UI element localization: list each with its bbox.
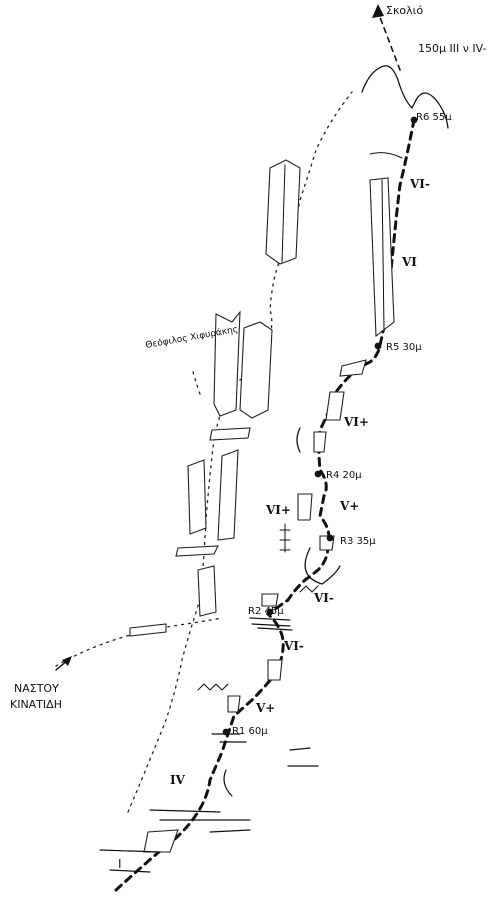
belay-label-r1: R1 60μ <box>232 726 268 737</box>
belay-label-r5: R5 30μ <box>386 342 422 353</box>
approach-arrowhead <box>62 656 72 666</box>
summit-label: Σκολιό <box>386 4 423 17</box>
belay-label-r4: R4 20μ <box>326 470 362 481</box>
left-column-3 <box>239 321 273 419</box>
approach-label-line1: ΝΑΣΤΟΥ <box>14 682 59 695</box>
grade-pitch-7: VI <box>401 255 417 269</box>
left-column-4 <box>187 459 207 535</box>
upper-dihedral-slab <box>369 177 395 338</box>
left-column-1-crack <box>281 164 286 263</box>
ledge-left-3 <box>129 623 167 637</box>
rock-mark-low <box>223 769 233 797</box>
slab-r2 <box>313 431 327 453</box>
tree-symbol <box>279 523 291 553</box>
approach-label-line2: ΚΙΝΑΤΙΔΗ <box>10 698 62 711</box>
slab-r1 <box>325 391 345 421</box>
main-route-line <box>114 118 416 892</box>
mid-ground-strokes <box>211 733 319 767</box>
base-ground-strokes <box>99 809 251 873</box>
ledge-right-1 <box>339 359 367 377</box>
left-column-6 <box>197 565 217 617</box>
grade-pitch-8: VI- <box>409 177 430 191</box>
belay-label-r3: R3 35μ <box>340 536 376 547</box>
grade-pitch-6: VI+ <box>343 415 369 429</box>
slab-r7 <box>227 695 241 713</box>
left-column-5 <box>217 449 239 541</box>
grade-pitch-3: VI- <box>283 639 304 653</box>
belay-point-r2 <box>266 608 274 616</box>
belay-point-r4 <box>314 470 322 478</box>
slab-r5 <box>261 593 279 607</box>
summit-arrowhead <box>372 4 384 18</box>
belay-label-r6: R6 55μ <box>416 112 452 123</box>
belay-point-r5 <box>374 342 382 350</box>
roof-hatch-r6 <box>369 152 403 159</box>
belay-point-r6 <box>410 116 418 124</box>
grade-pitch-1: IV <box>170 773 186 787</box>
slab-r3 <box>297 493 313 521</box>
ledge-left-2 <box>175 545 219 557</box>
approach-traverse-line <box>55 617 223 667</box>
crack-curves <box>296 427 341 585</box>
grade-pitch-2: V+ <box>255 701 275 715</box>
left-route-branch-line <box>191 367 201 395</box>
summit-rock-outline <box>361 65 449 129</box>
grade-pitch-4: VI- <box>313 591 334 605</box>
upper-dihedral-crack <box>381 179 385 331</box>
belay-point-r1 <box>222 728 230 736</box>
summit-pitch-info: 150μ III ν IV- <box>418 42 486 55</box>
grade-pitch-5a: VI+ <box>265 503 291 517</box>
summit-direction-line <box>377 11 401 71</box>
slab-r6 <box>267 659 283 681</box>
left-column-2 <box>213 310 241 417</box>
roof-hatch-r2 <box>249 617 293 631</box>
left-route-upper-line <box>221 91 353 411</box>
base-block <box>143 829 179 853</box>
overhang-zigzag-1 <box>197 683 229 691</box>
route-start-marker: I <box>118 857 122 871</box>
ledge-left-1 <box>209 427 251 441</box>
belay-point-r3 <box>326 534 334 542</box>
grade-pitch-5b: V+ <box>339 499 359 513</box>
left-column-1 <box>265 159 301 265</box>
overhang-zigzag-2 <box>299 585 319 593</box>
belay-label-r2: R2 45μ <box>248 606 284 617</box>
